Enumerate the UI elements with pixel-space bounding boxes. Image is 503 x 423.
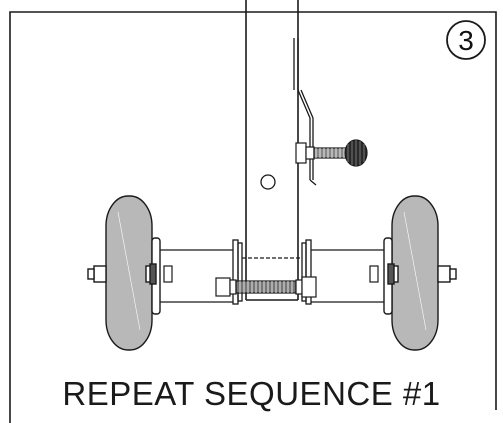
- left-wheel: [87, 195, 161, 351]
- right-wheel: [383, 195, 457, 351]
- knob-bolt: [295, 139, 368, 167]
- mounting-hole: [260, 174, 276, 190]
- through-bolt: [215, 276, 317, 298]
- inner-nuts: [163, 265, 379, 283]
- caption-text: REPEAT SEQUENCE #1: [62, 375, 441, 412]
- step-number: 3: [458, 25, 474, 56]
- frame-post: [245, 0, 299, 301]
- step-number-badge: 3: [446, 20, 486, 60]
- axle: [160, 249, 384, 303]
- panel-border: [9, 11, 497, 423]
